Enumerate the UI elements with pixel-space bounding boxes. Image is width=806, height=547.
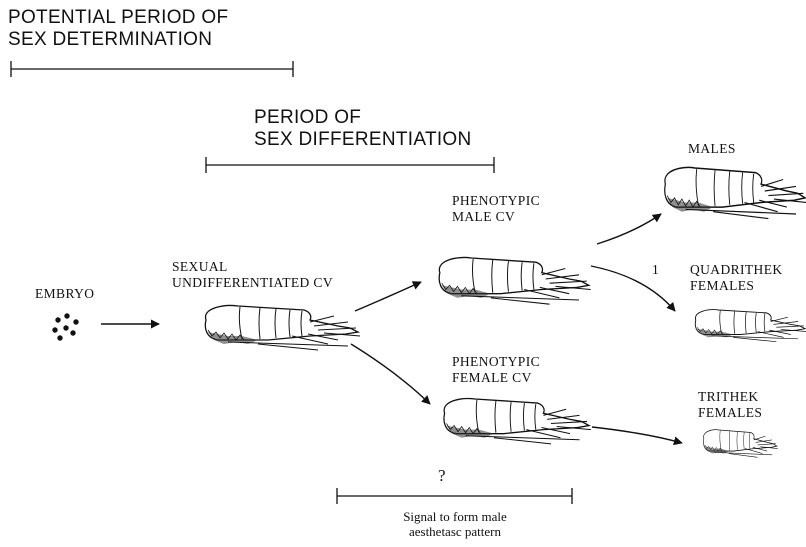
arrow-number-label: 1 xyxy=(652,262,659,278)
copepod-male-cv xyxy=(439,257,591,304)
female-cv-label: PHENOTYPIC FEMALE CV xyxy=(452,354,540,385)
embryo-dots xyxy=(52,313,78,340)
arrow-to-male-cv xyxy=(355,282,421,311)
copepod-undifferentiated-cv xyxy=(205,306,360,350)
question-mark-label: ? xyxy=(438,466,446,486)
determination-label-line-2: SEX DETERMINATION xyxy=(8,29,228,51)
copepod-male xyxy=(665,167,806,218)
arrow-to-trithek xyxy=(592,427,682,443)
arrow-to-quadrithek xyxy=(591,266,675,311)
male-cv-label: PHENOTYPIC MALE CV xyxy=(452,193,540,224)
copepod-female-cv xyxy=(444,398,591,443)
copepod-trithek-female xyxy=(704,430,778,458)
undifferentiated-label-line-1: SEXUAL xyxy=(172,259,333,275)
trithek-label-line-2: FEMALES xyxy=(698,405,762,421)
trithek-females-label: TRITHEK FEMALES xyxy=(698,389,762,420)
determination-period-bar xyxy=(11,61,293,77)
males-label: MALES xyxy=(688,141,736,157)
female-cv-label-line-2: FEMALE CV xyxy=(452,370,540,386)
arrow-to-female-cv xyxy=(351,344,430,404)
signal-period-bar xyxy=(337,488,572,504)
determination-label-line-1: POTENTIAL PERIOD OF xyxy=(8,7,228,29)
undifferentiated-label-line-2: UNDIFFERENTIATED CV xyxy=(172,275,333,291)
signal-label: Signal to form male aesthetasc pattern xyxy=(336,510,574,540)
female-cv-label-line-1: PHENOTYPIC xyxy=(452,354,540,370)
arrow-to-males xyxy=(597,214,661,244)
quadrithek-label-line-1: QUADRITHEK xyxy=(690,262,783,278)
determination-period-label: POTENTIAL PERIOD OF SEX DETERMINATION xyxy=(8,7,228,51)
differentiation-label-line-2: SEX DIFFERENTIATION xyxy=(254,129,472,151)
signal-label-line-2: aesthetasc pattern xyxy=(336,525,574,540)
trithek-label-line-1: TRITHEK xyxy=(698,389,762,405)
undifferentiated-cv-label: SEXUAL UNDIFFERENTIATED CV xyxy=(172,259,333,290)
differentiation-period-label: PERIOD OF SEX DIFFERENTIATION xyxy=(254,107,472,151)
embryo-label: EMBRYO xyxy=(35,286,94,302)
differentiation-label-line-1: PERIOD OF xyxy=(254,107,472,129)
differentiation-period-bar xyxy=(206,157,494,173)
quadrithek-females-label: QUADRITHEK FEMALES xyxy=(690,262,783,293)
copepod-quadrithek-female xyxy=(695,310,806,342)
signal-label-line-1: Signal to form male xyxy=(336,510,574,525)
quadrithek-label-line-2: FEMALES xyxy=(690,278,783,294)
male-cv-label-line-1: PHENOTYPIC xyxy=(452,193,540,209)
male-cv-label-line-2: MALE CV xyxy=(452,209,540,225)
